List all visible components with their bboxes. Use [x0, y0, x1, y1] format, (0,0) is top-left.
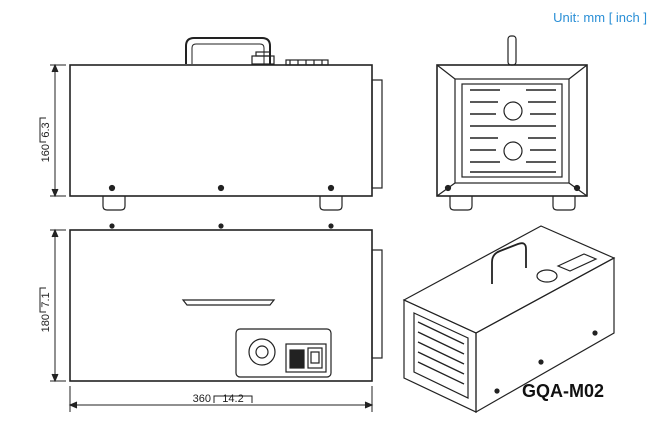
height-mm-top: 160 [40, 144, 52, 162]
top-view [69, 223, 383, 382]
front-view [436, 35, 588, 211]
height-in-top: 6.3 [40, 122, 52, 137]
isometric-view [402, 225, 616, 414]
model-label: GQA-M02 [522, 381, 605, 401]
side-view [69, 37, 383, 211]
height-in-bottom: 7.1 [40, 292, 52, 307]
height-mm-bottom: 180 [40, 314, 52, 332]
width-mm: 360 [193, 393, 211, 405]
height-dimension-bottom [39, 228, 66, 383]
height-dimension-top [39, 63, 66, 198]
unit-note: Unit: mm [ inch ] [553, 10, 647, 25]
width-in: 14.2 [222, 393, 243, 405]
width-dimension [68, 386, 374, 412]
